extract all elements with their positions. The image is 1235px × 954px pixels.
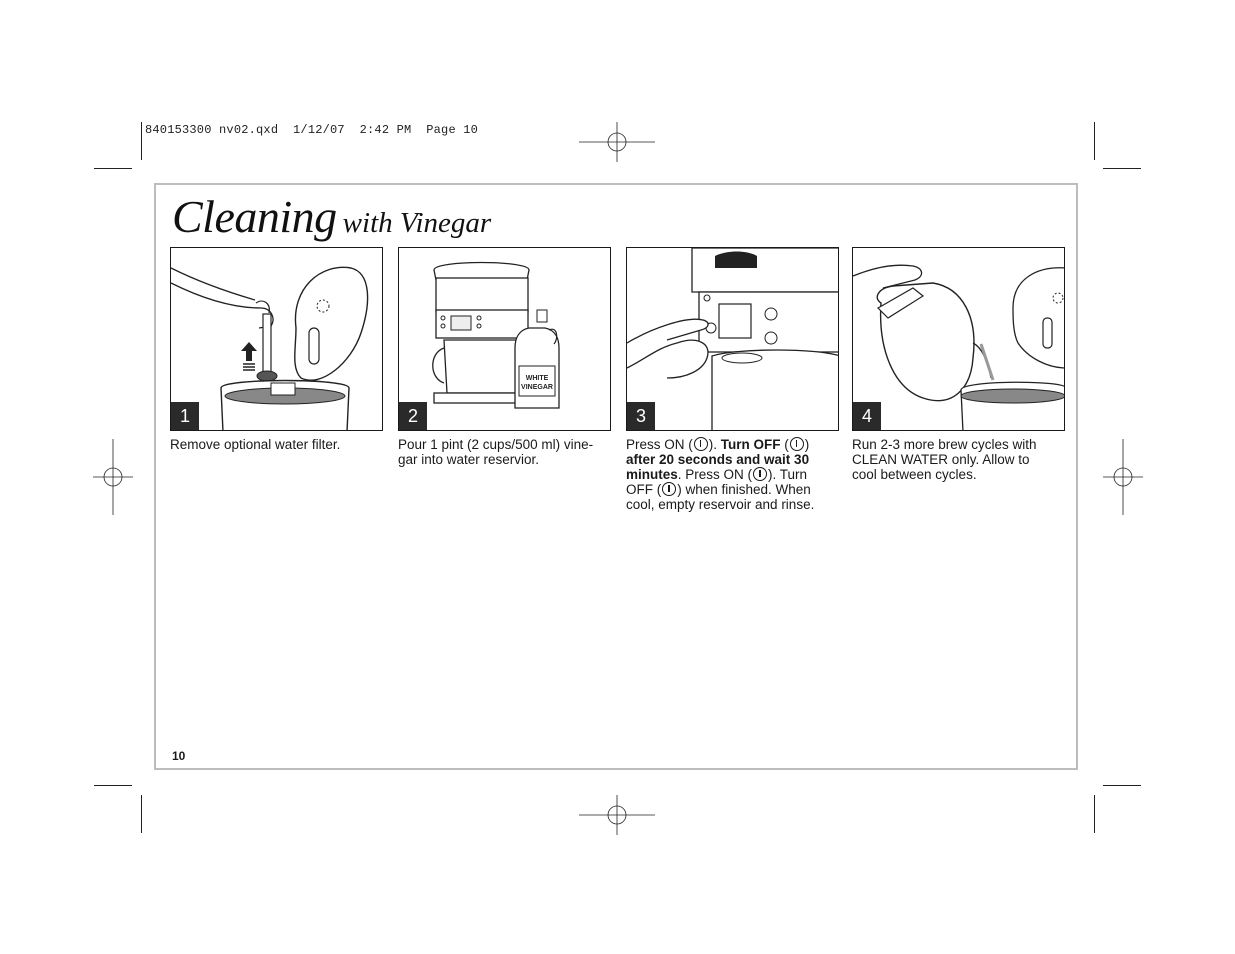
power-icon [789, 437, 804, 451]
registration-mark-right [1103, 439, 1143, 515]
caption-text: Press ON ( [626, 437, 693, 452]
remove-filter-illustration [171, 266, 369, 430]
registration-mark-left [93, 439, 133, 515]
step-number-4: 4 [853, 402, 881, 430]
crop-mark [94, 168, 132, 169]
step-1-illustration: 1 [170, 247, 383, 431]
step-3-illustration: 3 [626, 247, 839, 431]
bottle-label-line2: VINEGAR [521, 384, 553, 391]
step-1-caption: Remove optional water filter. [170, 437, 341, 452]
caption-bold: Turn OFF [720, 437, 781, 452]
step-2-caption: Pour 1 pint (2 cups/500 ml) vine-gar int… [398, 437, 594, 467]
step-4-illustration: 4 [852, 247, 1065, 431]
registration-mark-bottom [579, 795, 655, 835]
crop-mark [1094, 122, 1095, 160]
crop-mark [141, 122, 142, 160]
caption-text: ) [804, 437, 810, 452]
power-icon [662, 482, 677, 496]
crop-mark [94, 785, 132, 786]
title-main: Cleaning [172, 191, 337, 242]
page-number: 10 [172, 749, 186, 763]
caption-text: ( [780, 437, 789, 452]
crop-mark [1094, 795, 1095, 833]
step-number-2: 2 [399, 402, 427, 430]
title-sub: with Vinegar [342, 207, 492, 239]
press-on-button-illustration [627, 248, 838, 430]
bottle-label-line1: WHITE [526, 375, 549, 382]
power-icon [693, 437, 708, 451]
coffeemaker-vinegar-illustration: WHITE VINEGAR [432, 261, 560, 409]
crop-mark [1103, 168, 1141, 169]
step-3-caption: Press ON (). Turn OFF () after 20 second… [626, 437, 831, 512]
caption-text: . Press ON ( [677, 467, 753, 482]
step-2-illustration: WHITE VINEGAR 2 [398, 247, 611, 431]
caption-text: ) when finished. When cool, empty reserv… [626, 482, 815, 512]
power-icon [753, 467, 768, 481]
caption-text: ). [708, 437, 721, 452]
step-number-1: 1 [171, 402, 199, 430]
crop-mark [1103, 785, 1141, 786]
pour-water-illustration [853, 264, 1064, 430]
step-number-3: 3 [627, 402, 655, 430]
page-frame [154, 183, 1078, 770]
crop-mark [141, 795, 142, 833]
caption-bold: after 20 seconds and wait 30 minutes [626, 452, 810, 482]
step-4-caption: Run 2-3 more brew cycles with CLEAN WATE… [852, 437, 1037, 482]
slug-line: 840153300 nv02.qxd 1/12/07 2:42 PM Page … [145, 123, 479, 137]
caption-text: ). Turn OFF ( [626, 467, 808, 497]
registration-mark-top [579, 122, 655, 162]
